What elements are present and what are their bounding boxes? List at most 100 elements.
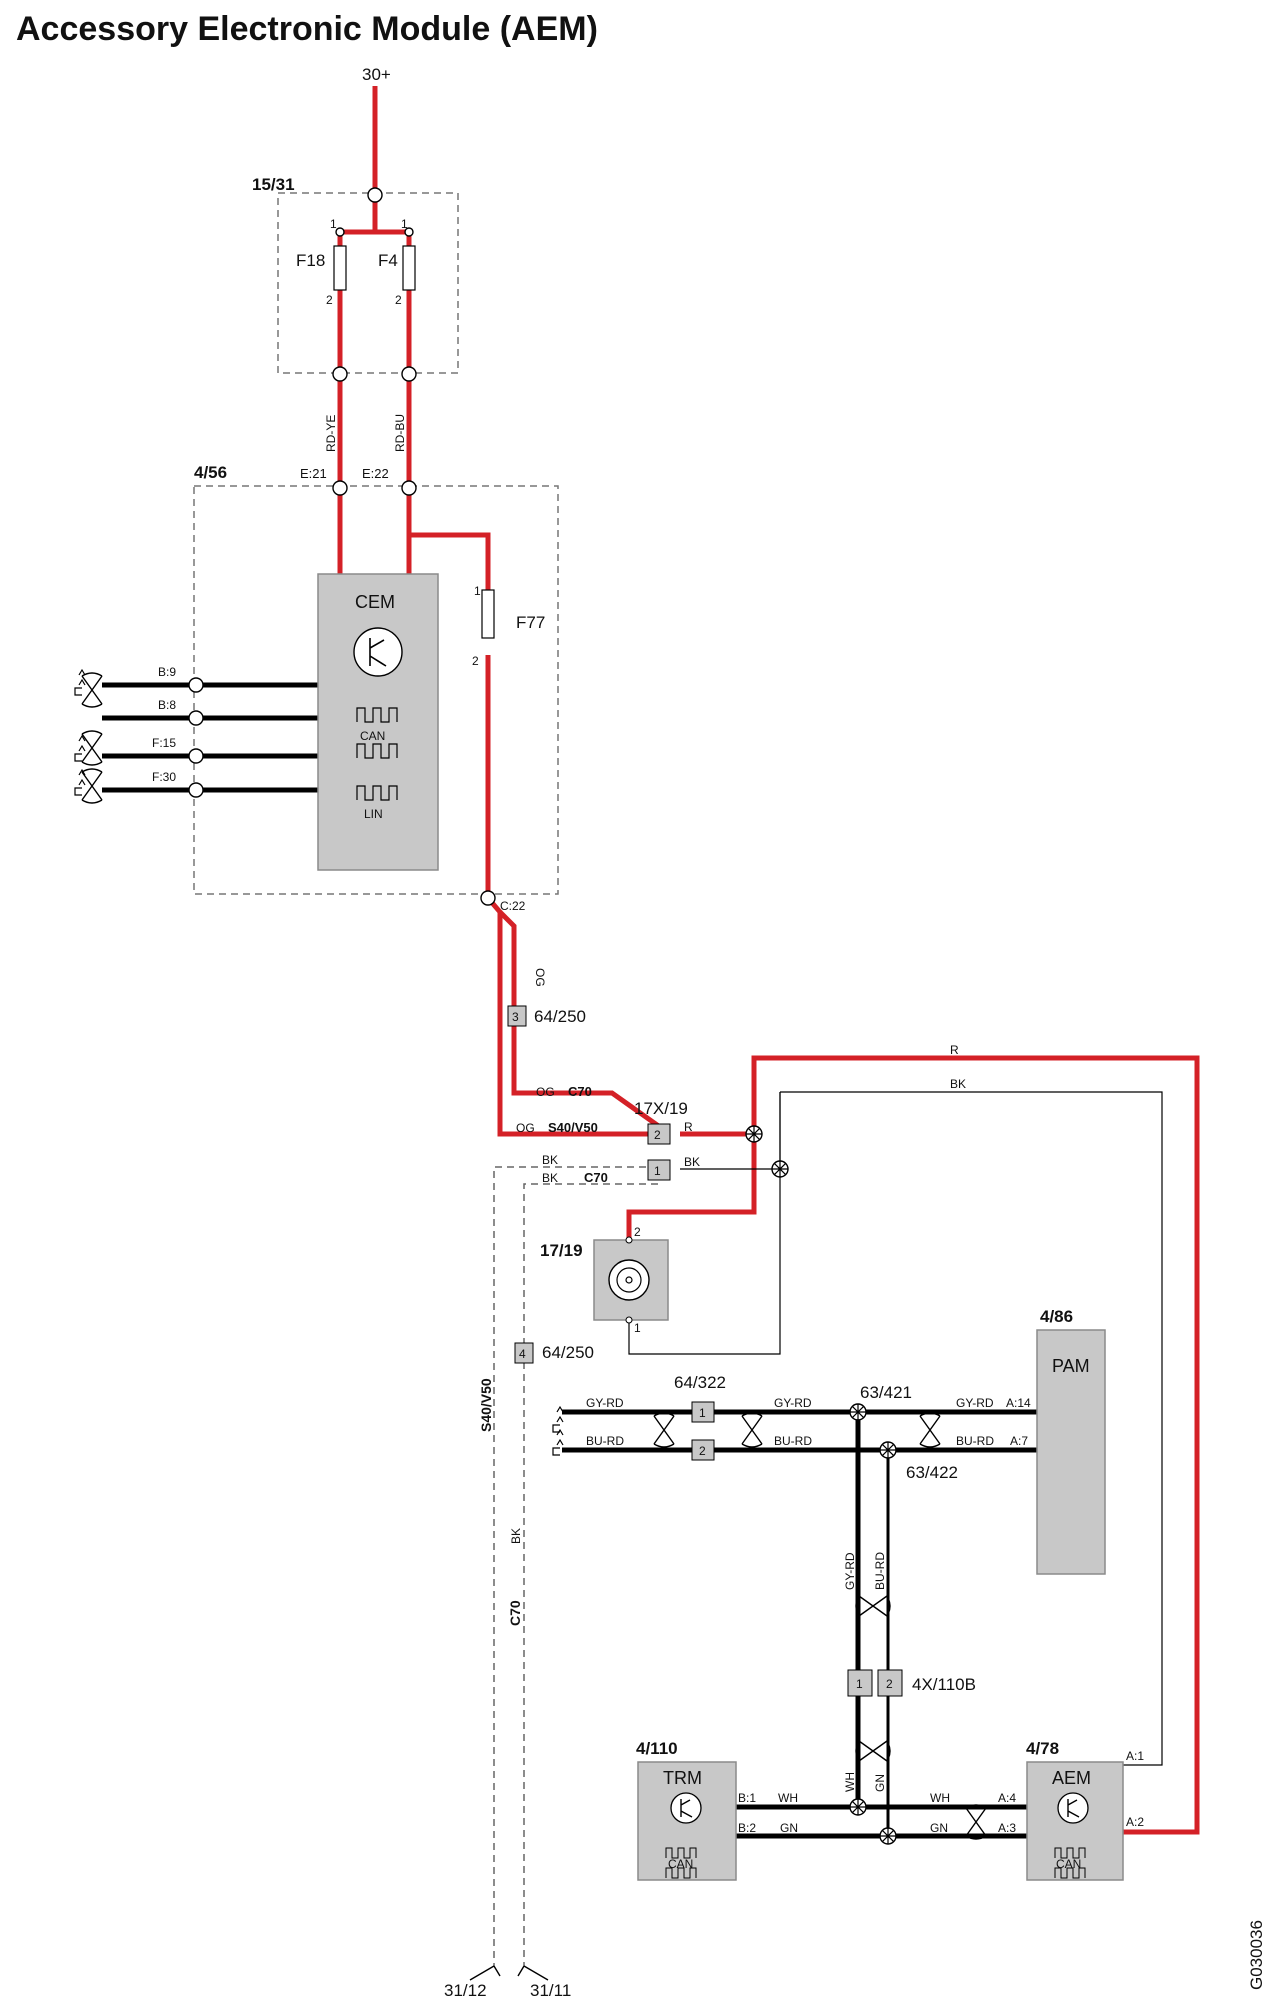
connector-17x19 bbox=[647, 1123, 671, 1181]
pin-label: A:2 bbox=[1126, 1815, 1144, 1829]
wire-color-label: WH bbox=[843, 1772, 857, 1792]
can-label: CAN bbox=[668, 1857, 693, 1871]
pin-label: C:22 bbox=[500, 899, 526, 913]
wire-color-label: RD-BU bbox=[393, 414, 407, 452]
variant-label: S40/V50 bbox=[548, 1120, 598, 1135]
wire-color-label: R bbox=[950, 1043, 959, 1057]
wire-color-label: WH bbox=[930, 1791, 950, 1805]
wire-color-label: GN bbox=[873, 1774, 887, 1792]
pin-number: 2 bbox=[395, 293, 402, 307]
aem-name: AEM bbox=[1052, 1768, 1091, 1788]
wire-color-label: BK bbox=[509, 1528, 523, 1544]
pin-number: 1 bbox=[699, 1406, 706, 1420]
variant-label: C70 bbox=[584, 1170, 608, 1185]
pin-label: A:7 bbox=[1010, 1434, 1028, 1448]
variant-label: S40/V50 bbox=[478, 1378, 494, 1432]
splices bbox=[745, 1125, 897, 1845]
thin-wires bbox=[628, 1091, 1163, 1766]
wire-color-label: BU-RD bbox=[956, 1434, 994, 1448]
cem-name: CEM bbox=[355, 592, 395, 612]
can-label: CAN bbox=[360, 729, 385, 743]
connector-64-250-4 bbox=[514, 1342, 534, 1364]
pin-number: 1 bbox=[330, 217, 337, 231]
socket-icon bbox=[608, 1259, 650, 1301]
pin-number: 1 bbox=[474, 584, 481, 598]
can-wave-icon bbox=[1054, 1847, 1086, 1879]
trm-name: TRM bbox=[663, 1768, 702, 1788]
fuse-label-f4: F4 bbox=[378, 251, 398, 270]
ground-label: 31/12 bbox=[444, 1981, 487, 2000]
wire-color-label: OG bbox=[536, 1085, 555, 1099]
transistor-icon bbox=[353, 627, 403, 677]
wire-color-label: OG bbox=[533, 968, 547, 987]
pin-number: 2 bbox=[886, 1677, 893, 1691]
pam-module bbox=[1036, 1329, 1106, 1575]
fuse-f18 bbox=[333, 245, 347, 291]
wire-color-label: BK bbox=[950, 1077, 966, 1091]
wire-color-label: GN bbox=[930, 1821, 948, 1835]
wire-color-label: BU-RD bbox=[873, 1552, 887, 1590]
pin-number: 1 bbox=[634, 1321, 641, 1335]
fuse-f4 bbox=[402, 245, 416, 291]
pam-name: PAM bbox=[1052, 1356, 1090, 1376]
wire-color-label: GY-RD bbox=[956, 1396, 994, 1410]
pin-number: 2 bbox=[634, 1225, 641, 1239]
wire-color-label: OG bbox=[516, 1121, 535, 1135]
pin-number: 2 bbox=[654, 1128, 661, 1142]
pin-label: B:8 bbox=[158, 698, 176, 712]
pin-label: E:21 bbox=[300, 466, 327, 481]
cem-outline bbox=[193, 485, 559, 895]
pin-number: 4 bbox=[519, 1347, 526, 1361]
trm-id: 4/110 bbox=[636, 1739, 678, 1758]
ground-symbol bbox=[469, 1965, 549, 1981]
pin-number: 1 bbox=[856, 1677, 863, 1691]
connector-64-250-3 bbox=[507, 1005, 527, 1027]
wire-color-label: GY-RD bbox=[774, 1396, 812, 1410]
wire-color-label: BK bbox=[542, 1153, 558, 1167]
wire-color-label: GN bbox=[780, 1821, 798, 1835]
ground-wires bbox=[493, 1166, 658, 1966]
signal-wires bbox=[102, 682, 1037, 1839]
transistor-icon bbox=[670, 1792, 702, 1824]
wire-color-label: BK bbox=[684, 1155, 700, 1169]
pin-number: 2 bbox=[699, 1444, 706, 1458]
fuse-f77 bbox=[481, 589, 495, 639]
connector-label: 63/422 bbox=[906, 1463, 958, 1482]
wire-color-label: R bbox=[684, 1120, 693, 1134]
ground-label: 31/11 bbox=[530, 1981, 571, 2000]
pin-number: 2 bbox=[326, 293, 333, 307]
cem-id: 4/56 bbox=[194, 463, 227, 482]
fuse-box-outline bbox=[277, 192, 459, 374]
connector-label: 4X/110B bbox=[912, 1675, 976, 1694]
variant-label: C70 bbox=[568, 1084, 592, 1099]
power-wires bbox=[337, 86, 1200, 1835]
connector-label: 64/322 bbox=[674, 1373, 726, 1392]
fuse-label-f18: F18 bbox=[296, 251, 325, 270]
pin-label: B:9 bbox=[158, 665, 176, 679]
page-title: Accessory Electronic Module (AEM) bbox=[16, 10, 598, 48]
pin-label: F:30 bbox=[152, 770, 176, 784]
can-wave-icon bbox=[356, 707, 398, 759]
pin-number: 2 bbox=[472, 654, 479, 668]
can-wave-icon bbox=[665, 1847, 697, 1879]
fuse-label-f77: F77 bbox=[516, 613, 545, 632]
pin-number: 1 bbox=[654, 1164, 661, 1178]
wire-twists bbox=[81, 672, 987, 1840]
pin-label: B:1 bbox=[738, 1791, 756, 1805]
wire-color-label: RD-YE bbox=[324, 415, 338, 452]
figure-id: G030036 bbox=[1247, 1920, 1266, 1990]
aem-id: 4/78 bbox=[1026, 1739, 1059, 1758]
fuse-box-id: 15/31 bbox=[252, 175, 295, 194]
pin-label: A:1 bbox=[1126, 1749, 1144, 1763]
pin-number: 1 bbox=[401, 217, 408, 231]
pin-label: A:4 bbox=[998, 1791, 1016, 1805]
connector-4x110b bbox=[847, 1669, 903, 1697]
wire-color-label: WH bbox=[778, 1791, 798, 1805]
pin-label: B:2 bbox=[738, 1821, 756, 1835]
pin-label: E:22 bbox=[362, 466, 389, 481]
connector-label: 64/250 bbox=[542, 1343, 594, 1362]
transistor-icon bbox=[1057, 1792, 1089, 1824]
pin-number: 3 bbox=[512, 1010, 519, 1024]
pin-label: A:3 bbox=[998, 1821, 1016, 1835]
